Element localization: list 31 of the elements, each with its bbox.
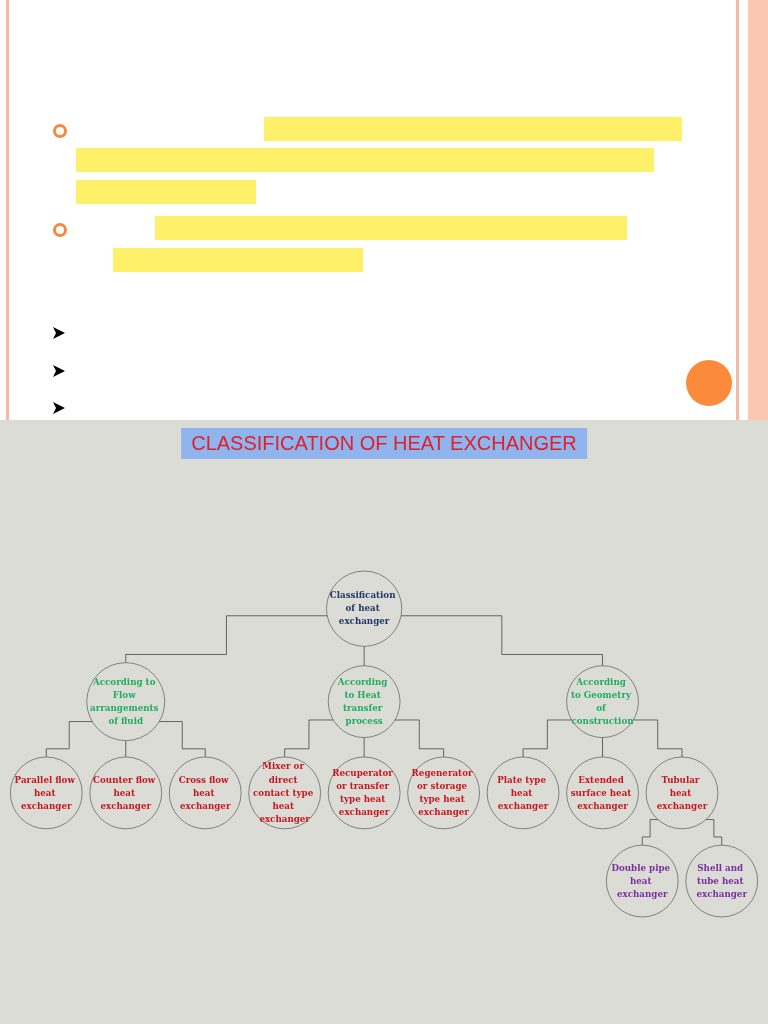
node-circle: [606, 844, 679, 918]
node-circle: [248, 756, 321, 830]
node-circle: [327, 756, 401, 830]
node-circle: [407, 756, 480, 830]
diagram-title: CLASSIFICATION OF HEAT EXCHANGER: [181, 428, 587, 459]
node-circle: [327, 665, 401, 738]
connector: [522, 719, 572, 758]
node-circle: [10, 756, 83, 830]
node-circle: [169, 756, 242, 830]
node-circle: [566, 665, 639, 738]
panel-background: CLASSIFICATION OF HEAT EXCHANGER Classification of heat exchanger According to Flow arrangements of fluid According to Heat transfer process According to Geometry of construction Parallel flow heat exchanger Counter flow heat exchanger Cross flow heat exchanger Mixer or direct contact type heat exchanger Recuperator or transfer type heat exchanger Regenerator or storage type heat exchanger Plate type heat exchanger Extended surface heat exchanger Tubular heat exchanger Double pipe heat exchanger Shell and tube heat exchanger: [0, 420, 768, 1024]
connector: [602, 737, 603, 758]
connector: [633, 719, 683, 758]
connector: [705, 819, 723, 846]
node-circle: [89, 756, 162, 830]
connector: [641, 819, 659, 846]
node-circle: [486, 756, 560, 830]
connector: [125, 740, 127, 758]
node-circle: [645, 756, 719, 830]
connector: [394, 719, 444, 758]
node-circle: [86, 662, 165, 741]
node-circle: [685, 844, 758, 918]
connector: [158, 721, 206, 758]
connector: [363, 645, 365, 667]
connector: [45, 721, 93, 758]
node-circle: [566, 756, 639, 830]
connector: [125, 615, 328, 663]
node-circle: [326, 570, 403, 647]
connector: [284, 719, 334, 758]
connector: [363, 737, 365, 758]
connector: [400, 615, 603, 667]
